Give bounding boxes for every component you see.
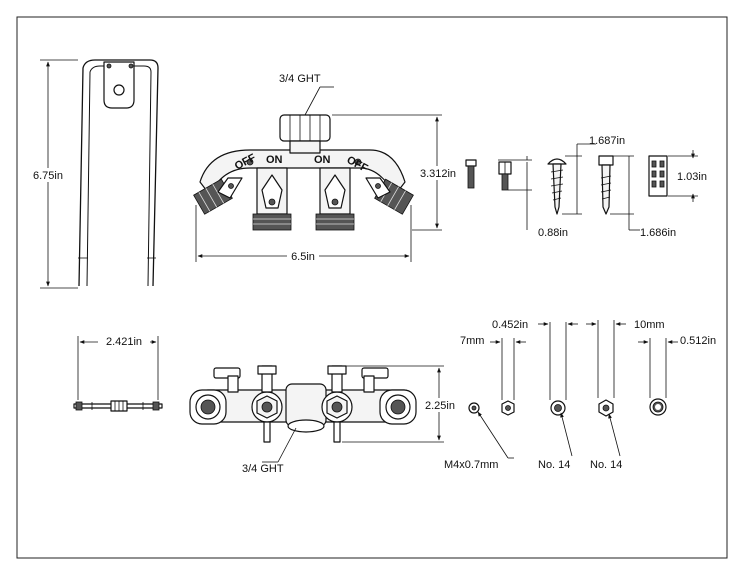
label-screw-no-1: No. 14 — [538, 459, 570, 471]
leader-inlet-top: 3/4 GHT — [279, 73, 334, 116]
washer-m4: M4x0.7mm — [444, 402, 514, 471]
label-bolt-length: 0.88in — [538, 227, 568, 239]
mark-on-right: ON — [314, 154, 331, 166]
manifold-front-view — [189, 365, 417, 443]
screw-pan-head — [547, 158, 567, 215]
label-nut-10: 10mm — [634, 319, 665, 331]
ring-0512: 0.512in — [638, 335, 716, 416]
drawing-frame — [16, 16, 728, 559]
manifold-top-view: OFF ON ON OFF — [193, 114, 414, 231]
dim-manifold-height: 3.312in — [332, 114, 458, 231]
label-washer-size: 0.452in — [492, 319, 528, 331]
label-screw-length-1: 1.687in — [589, 135, 625, 147]
wall-anchor — [648, 155, 668, 197]
label-ring-size: 0.512in — [680, 335, 716, 347]
dim-hanger-height: 6.75in — [26, 59, 78, 289]
dim-anchor-length: 1.03in — [668, 150, 707, 202]
screw-hex-lag — [598, 155, 614, 215]
label-front-height: 2.25in — [425, 400, 455, 412]
label-hanger-height: 6.75in — [33, 170, 63, 182]
dim-screw-length-1: 1.687in — [562, 135, 625, 215]
label-manifold-height: 3.312in — [420, 168, 456, 180]
dim-hanger-width: 2.421in — [77, 334, 159, 400]
label-bolt-thread: M4x0.7mm — [444, 459, 498, 471]
label-inlet-bottom: 3/4 GHT — [242, 463, 284, 475]
dim-screw-length-2: 1.686in — [610, 155, 676, 239]
label-manifold-width: 6.5in — [291, 251, 315, 263]
dim-bolt-length: 0.88in — [498, 156, 568, 239]
label-anchor-length: 1.03in — [677, 171, 707, 183]
mark-on-left: ON — [266, 154, 283, 166]
label-inlet-top: 3/4 GHT — [279, 73, 321, 85]
nut-10mm: 10mm No. 14 — [586, 319, 665, 471]
label-screw-length-2: 1.686in — [640, 227, 676, 239]
washer-0452: 0.452in No. 14 — [492, 319, 578, 471]
label-screw-no-2: No. 14 — [590, 459, 622, 471]
hanger-side-view — [73, 400, 163, 412]
leader-inlet-bottom: 3/4 GHT — [242, 427, 297, 475]
dim-front-height: 2.25in — [342, 365, 460, 443]
bolt-small-1 — [465, 159, 477, 189]
bolt-small-2 — [498, 161, 512, 191]
nut-7mm: 7mm — [460, 335, 526, 416]
dim-manifold-width: 6.5in — [195, 205, 412, 263]
label-hanger-width: 2.421in — [106, 336, 142, 348]
hanger-bracket — [78, 59, 159, 287]
label-nut-size: 7mm — [460, 335, 484, 347]
